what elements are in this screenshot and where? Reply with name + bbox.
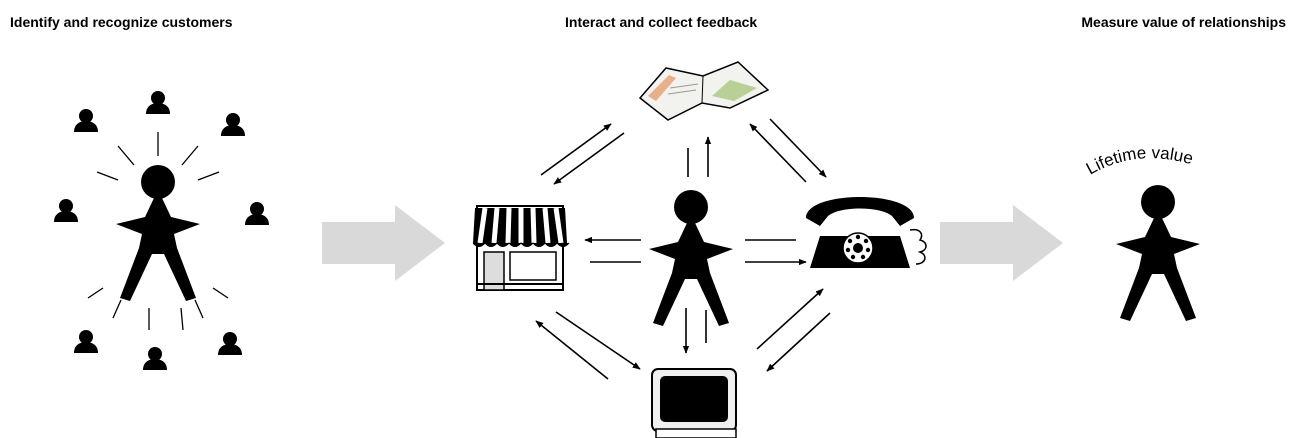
person-icon <box>221 113 245 136</box>
heading-interact: Interact and collect feedback <box>565 14 758 30</box>
person-icon <box>218 332 242 355</box>
person-icon <box>74 330 98 353</box>
person-icon <box>245 202 269 225</box>
lifetime-value-text: Lifetime value <box>1083 143 1195 178</box>
computer-monitor-icon <box>651 368 737 438</box>
person-icon <box>649 190 733 326</box>
person-icon <box>54 199 78 222</box>
person-icon-center-group <box>116 165 200 301</box>
heading-identify: Identify and recognize customers <box>10 14 233 30</box>
flow-arrow-1 <box>322 205 445 281</box>
person-icon <box>116 165 200 301</box>
catalog-icon <box>638 61 770 121</box>
person-icon <box>146 91 170 114</box>
person-icon <box>1116 185 1200 321</box>
interaction-arrows <box>535 118 831 380</box>
telephone-icon <box>806 197 927 268</box>
person-icon <box>74 109 98 132</box>
storefront-icon <box>472 205 570 291</box>
heading-measure: Measure value of relationships <box>1081 14 1286 30</box>
radiating-lines <box>87 132 229 331</box>
flow-arrow-2 <box>940 205 1063 281</box>
person-icon <box>143 347 167 370</box>
lifetime-value-label: Lifetime value <box>1083 143 1195 178</box>
